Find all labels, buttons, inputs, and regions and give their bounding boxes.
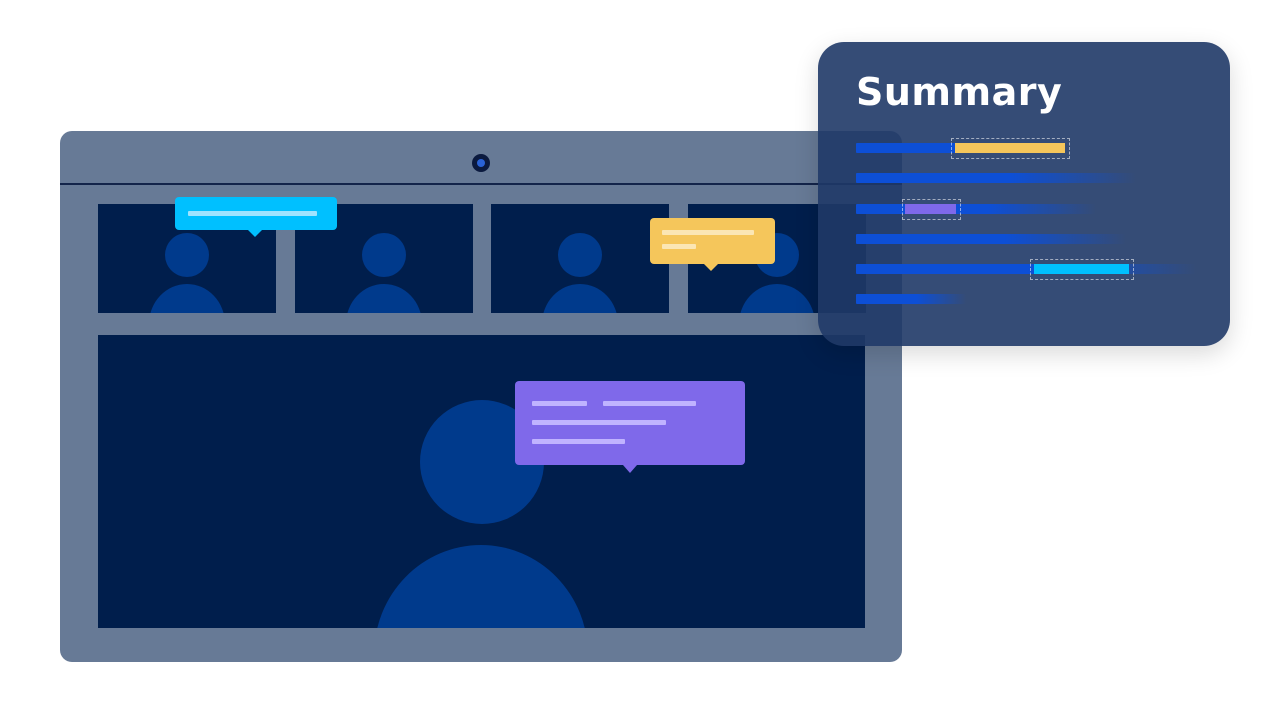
summary-line [856, 234, 1126, 244]
chat-bubble-yellow [650, 218, 775, 271]
text-line-placeholder [532, 439, 625, 444]
person-icon [362, 233, 406, 277]
window-top-divider [60, 183, 902, 185]
person-icon [558, 233, 602, 277]
participant-tile[interactable] [491, 204, 669, 313]
highlight-frame [951, 138, 1070, 159]
text-line-placeholder [188, 211, 317, 216]
text-line-placeholder [662, 230, 754, 235]
highlight-frame [902, 199, 961, 220]
highlight-frame [1030, 259, 1134, 280]
main-speaker-tile[interactable] [98, 335, 865, 628]
summary-title: Summary [856, 70, 1063, 114]
text-line-placeholder [662, 244, 696, 249]
summary-line [856, 173, 1136, 183]
text-line-placeholder [603, 401, 696, 406]
text-line-placeholder [532, 420, 666, 425]
summary-line [856, 294, 966, 304]
chat-bubble-purple [515, 381, 745, 473]
highlight-yellow [955, 143, 1065, 153]
summary-line [856, 204, 1096, 214]
highlight-purple [905, 204, 956, 214]
camera-icon [472, 154, 490, 172]
chat-bubble-cyan [175, 197, 337, 237]
person-icon [165, 233, 209, 277]
text-line-placeholder [532, 401, 587, 406]
summary-line [856, 264, 1196, 274]
highlight-cyan [1034, 264, 1129, 274]
